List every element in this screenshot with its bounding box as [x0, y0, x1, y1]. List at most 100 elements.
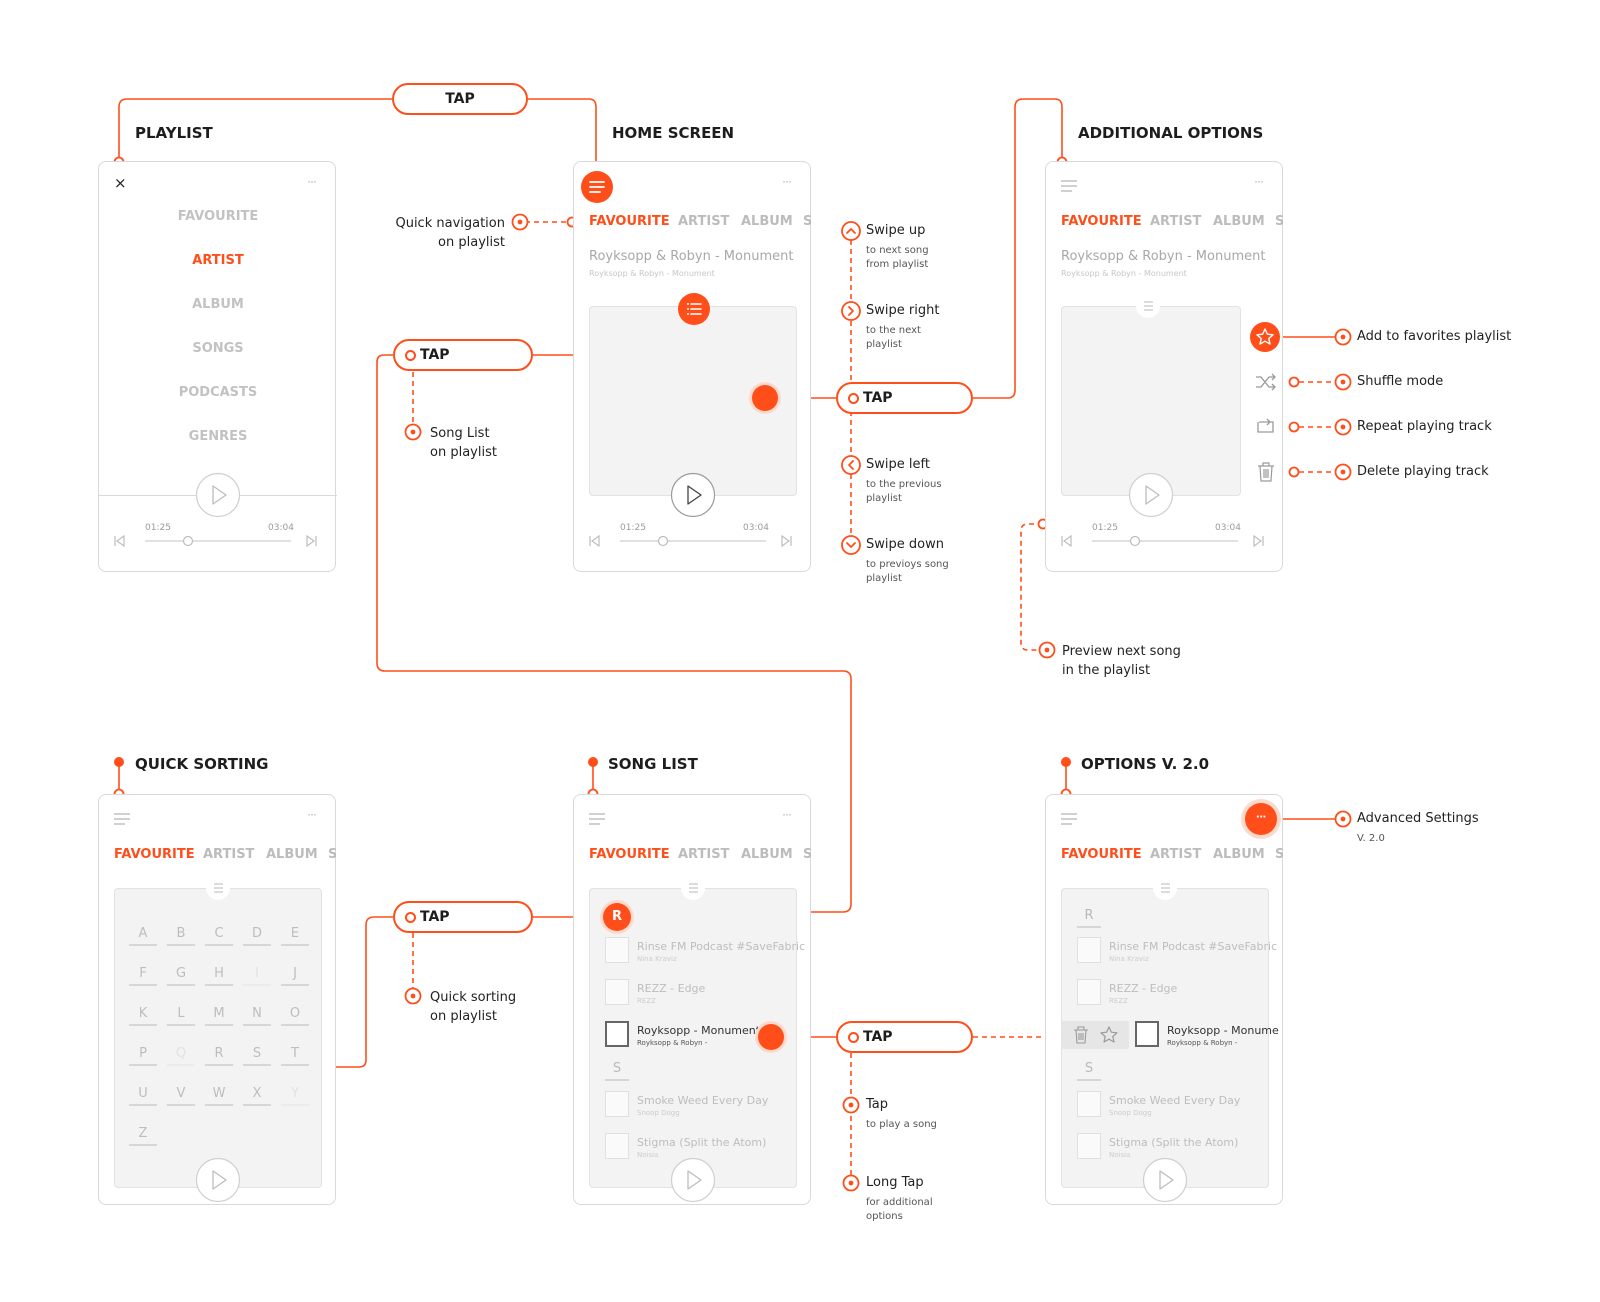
- tab-artist[interactable]: ARTIST: [1150, 214, 1202, 229]
- letter-k[interactable]: K: [129, 1006, 157, 1026]
- menu-item-songs[interactable]: SONGS: [192, 341, 244, 356]
- hamburger-icon[interactable]: [114, 813, 132, 825]
- song-title[interactable]: Stigma (Split the Atom): [1109, 1136, 1239, 1149]
- song-title[interactable]: Royksopp - Monume: [1167, 1024, 1279, 1037]
- tab-favourite[interactable]: FAVOURITE: [1061, 847, 1142, 862]
- tab-favourite[interactable]: FAVOURITE: [1061, 214, 1142, 229]
- album-art[interactable]: [1061, 306, 1241, 496]
- menu-item-artist[interactable]: ARTIST: [192, 253, 244, 268]
- shuffle-icon[interactable]: [1255, 373, 1277, 391]
- tab-favourite[interactable]: FAVOURITE: [589, 214, 670, 229]
- tap-label: TAP: [420, 347, 450, 363]
- menu-item-genres[interactable]: GENRES: [188, 429, 248, 444]
- menu-item-podcasts[interactable]: PODCASTS: [178, 385, 258, 400]
- tab-songs[interactable]: S: [1275, 847, 1283, 862]
- more-icon[interactable]: ···: [307, 807, 317, 821]
- more-icon[interactable]: ···: [1254, 174, 1264, 188]
- letter-z[interactable]: Z: [129, 1126, 157, 1146]
- letter-o[interactable]: O: [281, 1006, 309, 1026]
- menu-button[interactable]: [580, 170, 614, 204]
- letter-w[interactable]: W: [205, 1086, 233, 1106]
- progress-slider[interactable]: [113, 531, 323, 551]
- long-tap-dot[interactable]: [754, 1020, 788, 1054]
- hamburger-icon[interactable]: [589, 813, 607, 825]
- play-icon[interactable]: [670, 472, 716, 518]
- song-title[interactable]: Smoke Weed Every Day: [1109, 1094, 1241, 1107]
- letter-i[interactable]: I: [243, 966, 271, 986]
- trash-icon[interactable]: [1073, 1026, 1089, 1044]
- letter-r[interactable]: R: [205, 1046, 233, 1066]
- tab-album[interactable]: ALBUM: [1213, 847, 1265, 862]
- letter-t[interactable]: T: [281, 1046, 309, 1066]
- star-icon[interactable]: [1249, 321, 1281, 353]
- swipe-gesture-dot[interactable]: [748, 381, 782, 415]
- letter-l[interactable]: L: [167, 1006, 195, 1026]
- letter-e[interactable]: E: [281, 926, 309, 946]
- list-icon[interactable]: [680, 875, 706, 901]
- song-list-button[interactable]: [677, 292, 711, 326]
- play-icon[interactable]: [1142, 1157, 1188, 1203]
- tab-album[interactable]: ALBUM: [741, 214, 793, 229]
- tab-songs[interactable]: S: [1275, 214, 1283, 229]
- letter-x[interactable]: X: [243, 1086, 271, 1106]
- song-title[interactable]: Smoke Weed Every Day: [637, 1094, 769, 1107]
- tab-artist[interactable]: ARTIST: [1150, 847, 1202, 862]
- song-thumbnail: [605, 1133, 629, 1159]
- progress-slider[interactable]: [588, 531, 798, 551]
- more-icon[interactable]: ···: [307, 174, 317, 188]
- letter-u[interactable]: U: [129, 1086, 157, 1106]
- trash-icon[interactable]: [1257, 462, 1275, 482]
- letter-q[interactable]: Q: [167, 1046, 195, 1066]
- song-title[interactable]: Stigma (Split the Atom): [637, 1136, 767, 1149]
- letter-v[interactable]: V: [167, 1086, 195, 1106]
- more-icon[interactable]: ···: [782, 174, 792, 188]
- section-header-r[interactable]: R: [603, 903, 631, 931]
- advanced-settings-button[interactable]: ···: [1245, 803, 1277, 835]
- song-title[interactable]: Rinse FM Podcast #SaveFabric: [637, 940, 806, 953]
- play-icon[interactable]: [195, 472, 241, 518]
- menu-item-album[interactable]: ALBUM: [192, 297, 244, 312]
- tab-album[interactable]: ALBUM: [741, 847, 793, 862]
- progress-slider[interactable]: [1060, 531, 1270, 551]
- letter-f[interactable]: F: [129, 966, 157, 986]
- list-icon[interactable]: [1152, 875, 1178, 901]
- hamburger-icon[interactable]: [1061, 180, 1079, 192]
- tab-artist[interactable]: ARTIST: [203, 847, 255, 862]
- letter-h[interactable]: H: [205, 966, 233, 986]
- more-icon[interactable]: ···: [782, 807, 792, 821]
- tab-songs[interactable]: S: [803, 214, 811, 229]
- letter-n[interactable]: N: [243, 1006, 271, 1026]
- play-icon[interactable]: [670, 1157, 716, 1203]
- letter-y[interactable]: Y: [281, 1086, 309, 1106]
- letter-p[interactable]: P: [129, 1046, 157, 1066]
- play-icon[interactable]: [1128, 472, 1174, 518]
- repeat-icon[interactable]: [1255, 417, 1277, 435]
- list-icon[interactable]: [1135, 293, 1161, 319]
- tab-album[interactable]: ALBUM: [266, 847, 318, 862]
- tab-artist[interactable]: ARTIST: [678, 847, 730, 862]
- close-icon[interactable]: ×: [114, 174, 127, 192]
- tab-artist[interactable]: ARTIST: [678, 214, 730, 229]
- song-title[interactable]: Rinse FM Podcast #SaveFabric: [1109, 940, 1278, 953]
- letter-a[interactable]: A: [129, 926, 157, 946]
- tab-album[interactable]: ALBUM: [1213, 214, 1265, 229]
- tab-songs[interactable]: S: [803, 847, 811, 862]
- song-title[interactable]: Royksopp - Monument: [637, 1024, 761, 1037]
- letter-s[interactable]: S: [243, 1046, 271, 1066]
- menu-item-favourite[interactable]: FAVOURITE: [177, 209, 259, 224]
- letter-j[interactable]: J: [281, 966, 309, 986]
- tab-favourite[interactable]: FAVOURITE: [114, 847, 195, 862]
- hamburger-icon[interactable]: [1061, 813, 1079, 825]
- play-icon[interactable]: [195, 1157, 241, 1203]
- letter-d[interactable]: D: [243, 926, 271, 946]
- tab-songs[interactable]: S: [328, 847, 336, 862]
- star-icon[interactable]: [1099, 1025, 1119, 1045]
- song-title[interactable]: REZZ - Edge: [1109, 982, 1178, 995]
- letter-c[interactable]: C: [205, 926, 233, 946]
- letter-g[interactable]: G: [167, 966, 195, 986]
- letter-b[interactable]: B: [167, 926, 195, 946]
- song-title[interactable]: REZZ - Edge: [637, 982, 706, 995]
- list-icon[interactable]: [205, 875, 231, 901]
- tab-favourite[interactable]: FAVOURITE: [589, 847, 670, 862]
- letter-m[interactable]: M: [205, 1006, 233, 1026]
